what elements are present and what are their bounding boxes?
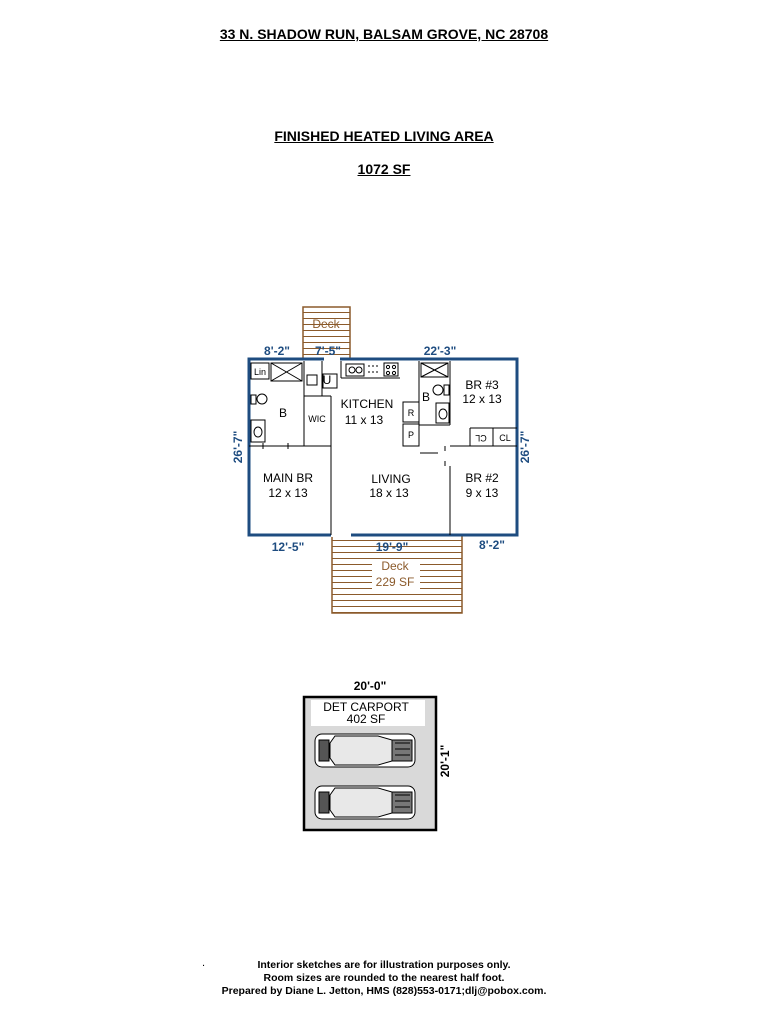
- bottom-deck-sf: 229 SF: [376, 575, 415, 589]
- lin-label: Lin: [254, 367, 266, 377]
- left-tub-icon: [270, 362, 303, 382]
- carport-name: DET CARPORT: [323, 700, 409, 714]
- top-deck-label: Deck: [312, 317, 340, 331]
- left-toilet-icon: [256, 393, 268, 405]
- car-icon: [314, 733, 416, 768]
- house-dimensions: 8'-2" 7'-5" 22'-3" 26'-7" 26'-7" 12'-5" …: [231, 344, 532, 554]
- br2-size: 9 x 13: [466, 486, 499, 500]
- closet-a-label: CL: [475, 433, 487, 443]
- area-square-footage: 1072 SF: [357, 161, 411, 177]
- right-tub-icon: [420, 362, 449, 378]
- fridge-label: R: [408, 408, 415, 418]
- dim-bottom-left: 12'-5": [272, 540, 305, 554]
- carport-sf: 402 SF: [347, 712, 386, 726]
- dim-top-left: 8'-2": [264, 344, 290, 358]
- footer-line-1: Interior sketches are for illustration p…: [257, 959, 511, 971]
- kitchen-size: 11 x 13: [345, 413, 384, 427]
- bottom-deck: Deck 229 SF: [331, 534, 463, 614]
- house-exterior-walls: [247, 357, 519, 537]
- footer-dot: .: [202, 957, 206, 969]
- top-deck: Deck: [302, 306, 351, 360]
- utility-label: U: [323, 373, 332, 387]
- dim-bottom-mid: 19'-9": [376, 540, 409, 554]
- pantry-label: P: [408, 430, 414, 440]
- left-sink-icon: [253, 426, 263, 438]
- br2-name: BR #2: [465, 471, 499, 485]
- room-labels: Lin B WIC U KITCHEN 11 x 13 R P B BR #3 …: [254, 367, 511, 500]
- br3-name: BR #3: [465, 378, 499, 392]
- dim-top-right: 22'-3": [424, 344, 457, 358]
- car-icon: [314, 785, 416, 820]
- main-br-size: 12 x 13: [268, 486, 308, 500]
- fixtures: [250, 362, 450, 443]
- bath-right-label: B: [422, 390, 430, 404]
- right-toilet-icon: [432, 384, 444, 396]
- interior-walls: [249, 361, 517, 535]
- main-br-name: MAIN BR: [263, 471, 313, 485]
- living-name: LIVING: [371, 472, 410, 486]
- stove-icon: [383, 362, 399, 377]
- dim-top-mid: 7'-5": [315, 344, 341, 358]
- right-sink-icon: [438, 408, 448, 420]
- kitchen-sink-icon: [345, 363, 365, 377]
- dim-bottom-right: 8'-2": [479, 538, 505, 552]
- carport-dim-side: 20'-1": [438, 745, 452, 778]
- bath-left-label: B: [279, 406, 287, 420]
- kitchen-name: KITCHEN: [341, 397, 394, 411]
- bottom-deck-label: Deck: [381, 559, 409, 573]
- carport-dim-top: 20'-0": [354, 679, 387, 693]
- property-address: 33 N. SHADOW RUN, BALSAM GROVE, NC 28708: [219, 26, 549, 42]
- footer-line-3: Prepared by Diane L. Jetton, HMS (828)55…: [221, 985, 547, 997]
- living-size: 18 x 13: [369, 486, 409, 500]
- footer-line-2: Room sizes are rounded to the nearest ha…: [263, 972, 505, 984]
- br3-size: 12 x 13: [462, 392, 502, 406]
- wic-label: WIC: [308, 414, 326, 424]
- carport: 20'-0" DET CARPORT 402 SF 20'-1": [302, 679, 452, 832]
- dim-left-side: 26'-7": [231, 431, 245, 464]
- closet-b-label: CL: [499, 433, 511, 443]
- area-title: FINISHED HEATED LIVING AREA: [274, 128, 494, 144]
- dim-right-side: 26'-7": [518, 431, 532, 464]
